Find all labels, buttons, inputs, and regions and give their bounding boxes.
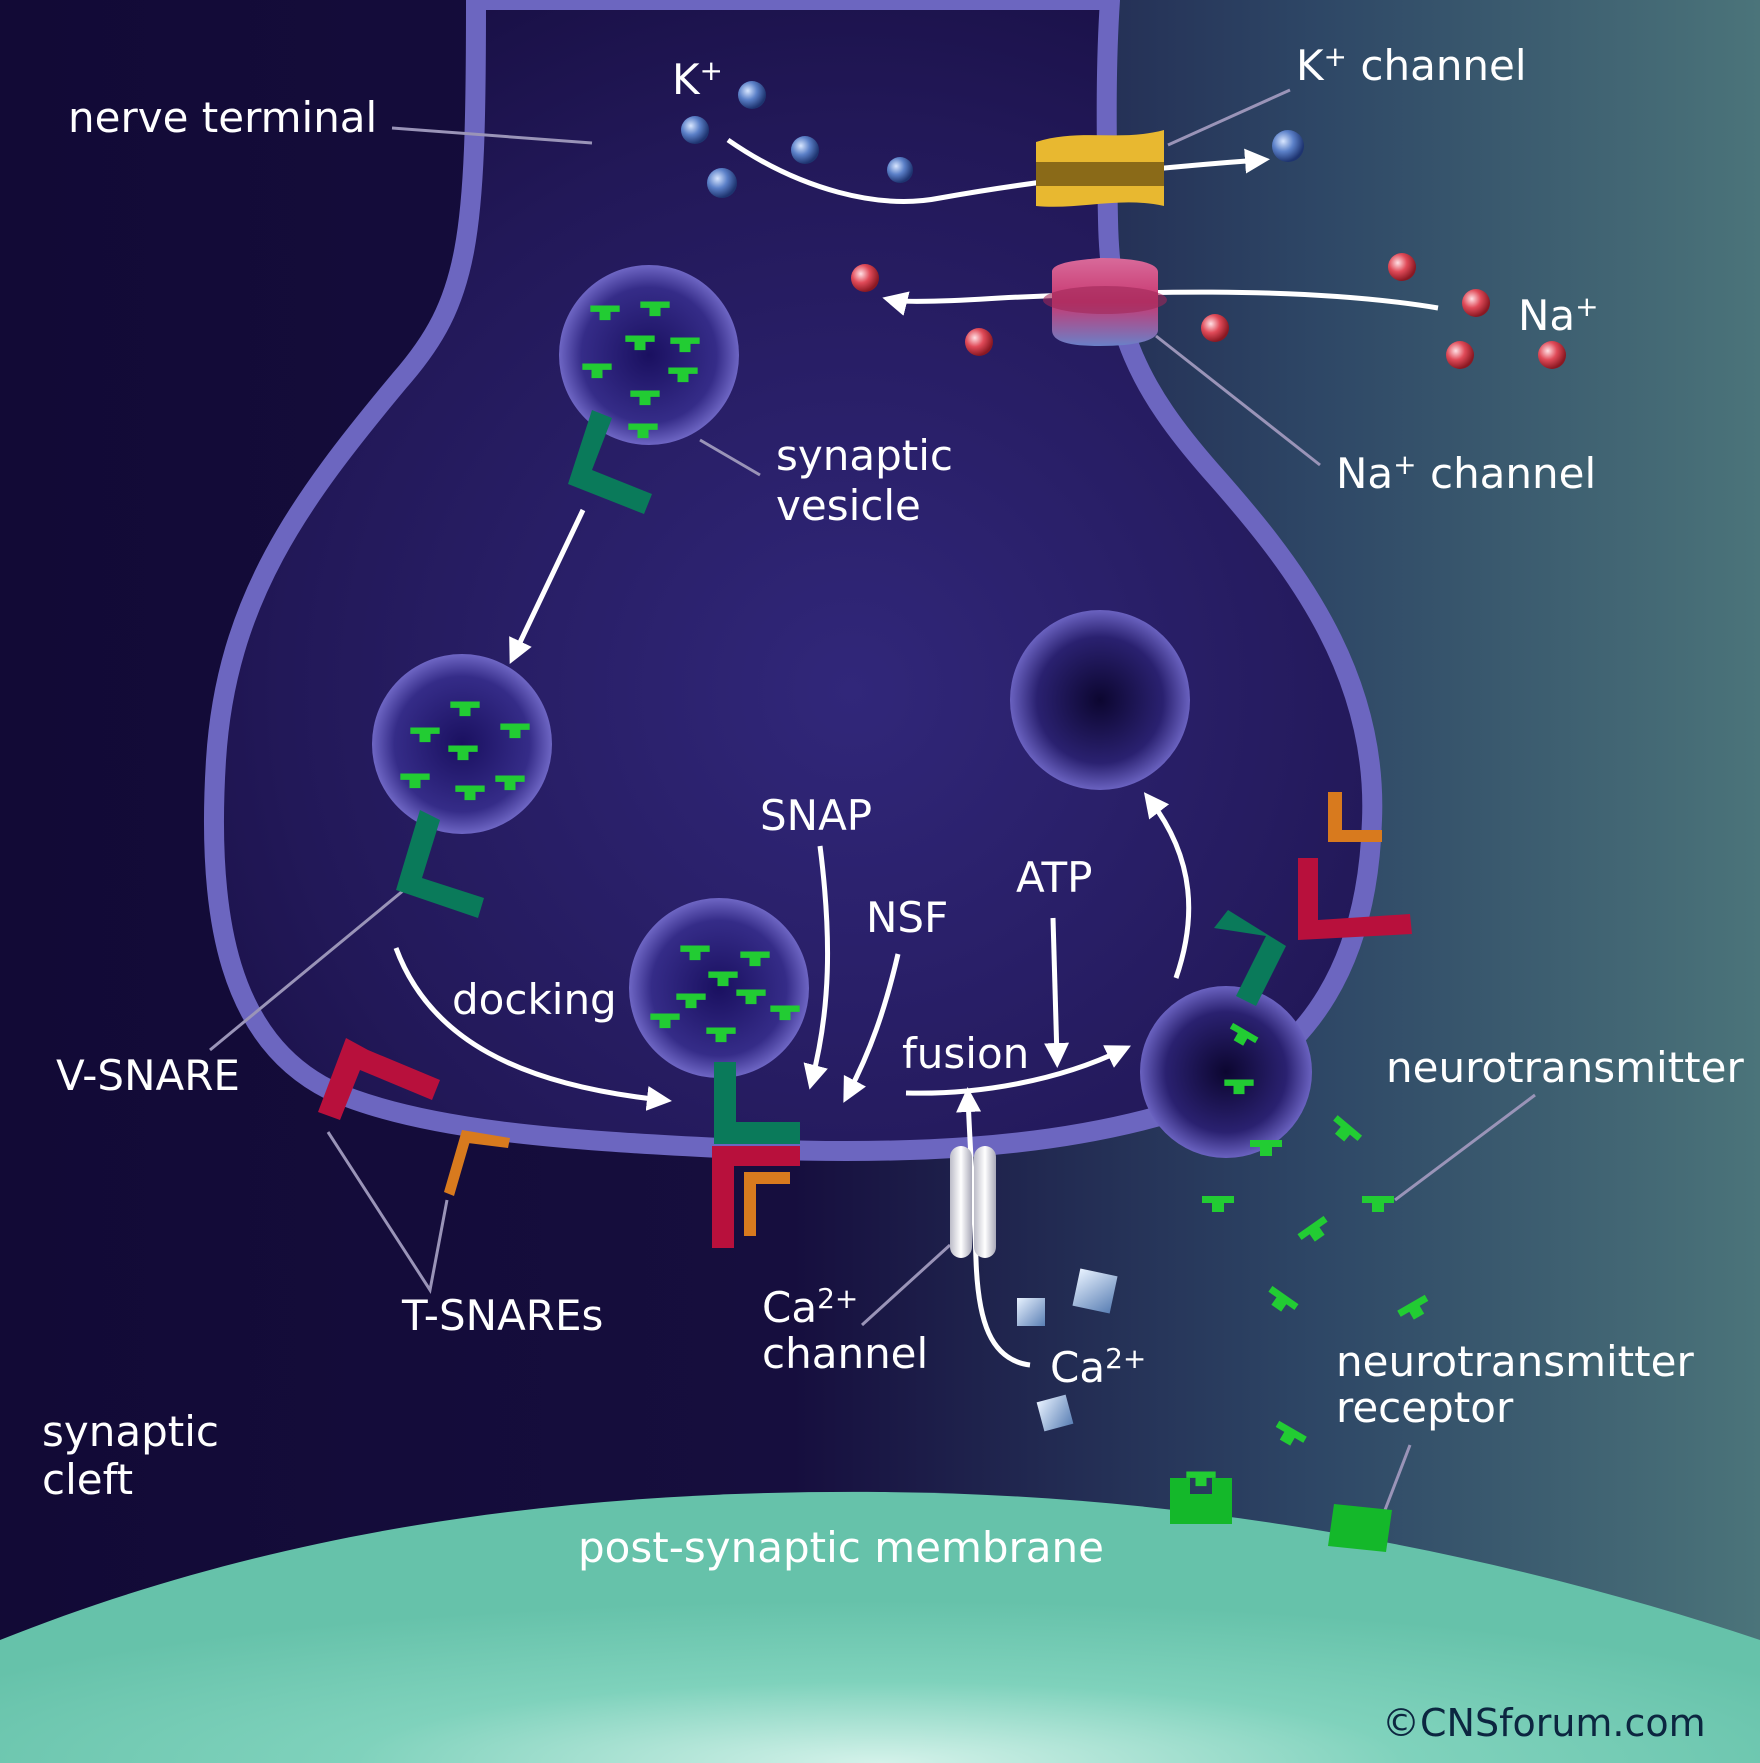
t-snare-orange-docked bbox=[744, 1172, 790, 1236]
label-fusion: fusion bbox=[902, 1029, 1029, 1078]
v-snare-docked bbox=[714, 1062, 800, 1144]
label-copyright: ©CNSforum.com bbox=[1382, 1701, 1706, 1745]
label-ca-ion: Ca2+ bbox=[1050, 1342, 1146, 1392]
label-atp: ATP bbox=[1016, 853, 1092, 902]
recycled-vesicle bbox=[1010, 610, 1190, 790]
ca-ions bbox=[1017, 1268, 1118, 1432]
label-synaptic-vesicle-line2: vesicle bbox=[776, 481, 921, 530]
v-snare-2 bbox=[396, 810, 484, 918]
fusion-arrow bbox=[905, 1045, 1132, 1096]
fusing-vesicle bbox=[1140, 986, 1312, 1158]
snap-arrow bbox=[803, 845, 831, 1090]
t-snare-orange-free bbox=[444, 1130, 510, 1196]
na-channel bbox=[1043, 258, 1167, 346]
label-receptor-line2: receptor bbox=[1336, 1383, 1514, 1432]
ca-influx-arrow bbox=[956, 1087, 1031, 1368]
k-channel bbox=[1036, 130, 1164, 207]
label-snap: SNAP bbox=[760, 791, 872, 840]
leader-synaptic-vesicle bbox=[699, 438, 761, 477]
label-docking: docking bbox=[452, 975, 617, 1024]
leader-receptor bbox=[1383, 1444, 1412, 1511]
t-snare-red-free bbox=[318, 1038, 440, 1120]
atp-arrow bbox=[1044, 917, 1070, 1068]
label-k-ion: K+ bbox=[672, 54, 723, 104]
label-t-snares: T-SNAREs bbox=[401, 1291, 603, 1340]
leader-ca-channel bbox=[860, 1243, 952, 1327]
k-ions bbox=[681, 81, 1304, 198]
label-post-synaptic-membrane: post-synaptic membrane bbox=[578, 1523, 1104, 1572]
synaptic-vesicle-docked bbox=[629, 898, 809, 1078]
leader-v-snare bbox=[209, 888, 405, 1052]
label-neurotransmitter: neurotransmitter bbox=[1386, 1043, 1744, 1092]
neurotransmitter-receptor-2 bbox=[1328, 1504, 1392, 1552]
leader-nerve-terminal bbox=[391, 126, 593, 145]
label-cleft-line1: synaptic bbox=[42, 1407, 219, 1456]
na-ions bbox=[851, 253, 1566, 369]
label-na-channel: Na+ channel bbox=[1336, 448, 1596, 498]
label-ca-channel-line1: Ca2+ bbox=[762, 1282, 858, 1332]
label-v-snare: V-SNARE bbox=[56, 1051, 240, 1100]
label-synaptic-vesicle-line1: synaptic bbox=[776, 431, 953, 480]
leader-k-channel bbox=[1167, 88, 1291, 147]
synaptic-vesicle-1 bbox=[559, 265, 739, 445]
ca-channel bbox=[950, 1146, 996, 1258]
t-snare-red-released bbox=[1298, 858, 1412, 940]
t-snare-orange-released bbox=[1328, 792, 1382, 842]
nsf-arrow bbox=[843, 953, 901, 1103]
docking-arrow bbox=[393, 947, 672, 1111]
vesicle-move-arrow bbox=[509, 508, 586, 665]
label-ca-channel-line2: channel bbox=[762, 1329, 928, 1378]
neurotransmitter-receptor-1 bbox=[1170, 1471, 1232, 1524]
leader-neurotransmitter bbox=[1394, 1093, 1536, 1202]
synaptic-vesicle-2 bbox=[372, 654, 552, 834]
label-na-ion: Na+ bbox=[1518, 290, 1599, 340]
leader-na-channel bbox=[1155, 334, 1321, 467]
post-synaptic-membrane bbox=[0, 1491, 1760, 1763]
recycle-arrow bbox=[1143, 792, 1192, 979]
label-k-channel: K+ channel bbox=[1296, 40, 1527, 90]
t-snare-red-docked bbox=[712, 1146, 800, 1248]
v-snare-fused bbox=[1214, 910, 1286, 1006]
label-nerve-terminal: nerve terminal bbox=[68, 93, 377, 142]
leader-t-snares bbox=[326, 1131, 449, 1294]
label-nsf: NSF bbox=[866, 893, 948, 942]
label-cleft-line2: cleft bbox=[42, 1455, 133, 1504]
label-receptor-line1: neurotransmitter bbox=[1336, 1337, 1694, 1386]
v-snare-1 bbox=[568, 410, 652, 514]
